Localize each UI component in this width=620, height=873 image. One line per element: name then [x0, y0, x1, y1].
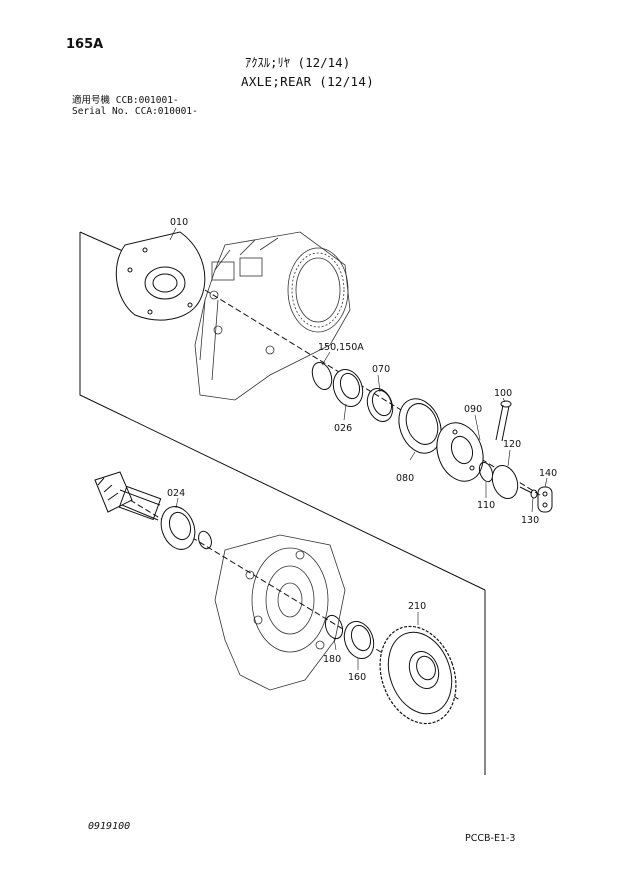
label-010: 010: [170, 217, 188, 228]
label-100: 100: [494, 388, 512, 399]
part-140-lockplate: [537, 486, 553, 513]
label-130: 130: [521, 515, 539, 526]
label-110: 110: [477, 500, 495, 511]
label-090: 090: [464, 404, 482, 415]
part-010-cover: [115, 231, 206, 321]
part-labels: 010 150,150A 070 026 100 090 120 080 140…: [167, 217, 557, 683]
leader-lines: [169, 227, 548, 670]
label-180: 180: [323, 654, 341, 665]
label-120: 120: [503, 439, 521, 450]
part-120-cap: [491, 465, 519, 499]
serial-number: Serial No. CCA:010001-: [72, 106, 198, 117]
part-080-seal: [398, 398, 442, 454]
label-080: 080: [396, 473, 414, 484]
upper-housing-drawing: [194, 231, 351, 401]
label-024: 024: [167, 488, 185, 499]
axis-line-upper: [204, 289, 541, 496]
title-english: AXLE;REAR (12/14): [241, 74, 375, 89]
label-150: 150,150A: [318, 342, 364, 353]
part-150-oring: [311, 361, 333, 391]
frame-line: [79, 232, 486, 591]
document-number: 0919100: [88, 821, 131, 832]
label-026: 026: [334, 423, 352, 434]
label-210: 210: [408, 601, 426, 612]
part-130-bolt: [519, 486, 538, 499]
plate-code: PCCB-E1-3: [465, 833, 516, 844]
page-id: 165A: [66, 37, 104, 52]
serial-applicable: 適用号機 CCB:001001-: [72, 95, 179, 106]
label-160: 160: [348, 672, 366, 683]
part-024-bearing: [160, 506, 212, 550]
part-210-gear: [379, 625, 457, 725]
part-110-oring: [478, 461, 494, 483]
label-140: 140: [539, 468, 557, 479]
part-026-bearing: [332, 369, 364, 407]
part-090-flange: [436, 422, 484, 482]
pinion-shaft-drawing: [94, 471, 162, 521]
label-070: 070: [372, 364, 390, 375]
part-160-bearing: [343, 621, 375, 659]
lower-housing-drawing: [214, 534, 346, 691]
title-japanese: ｱｸｽﾙ;ﾘﾔ (12/14): [245, 55, 351, 70]
part-180-oring: [324, 614, 344, 640]
part-100-bolt: [495, 400, 512, 442]
